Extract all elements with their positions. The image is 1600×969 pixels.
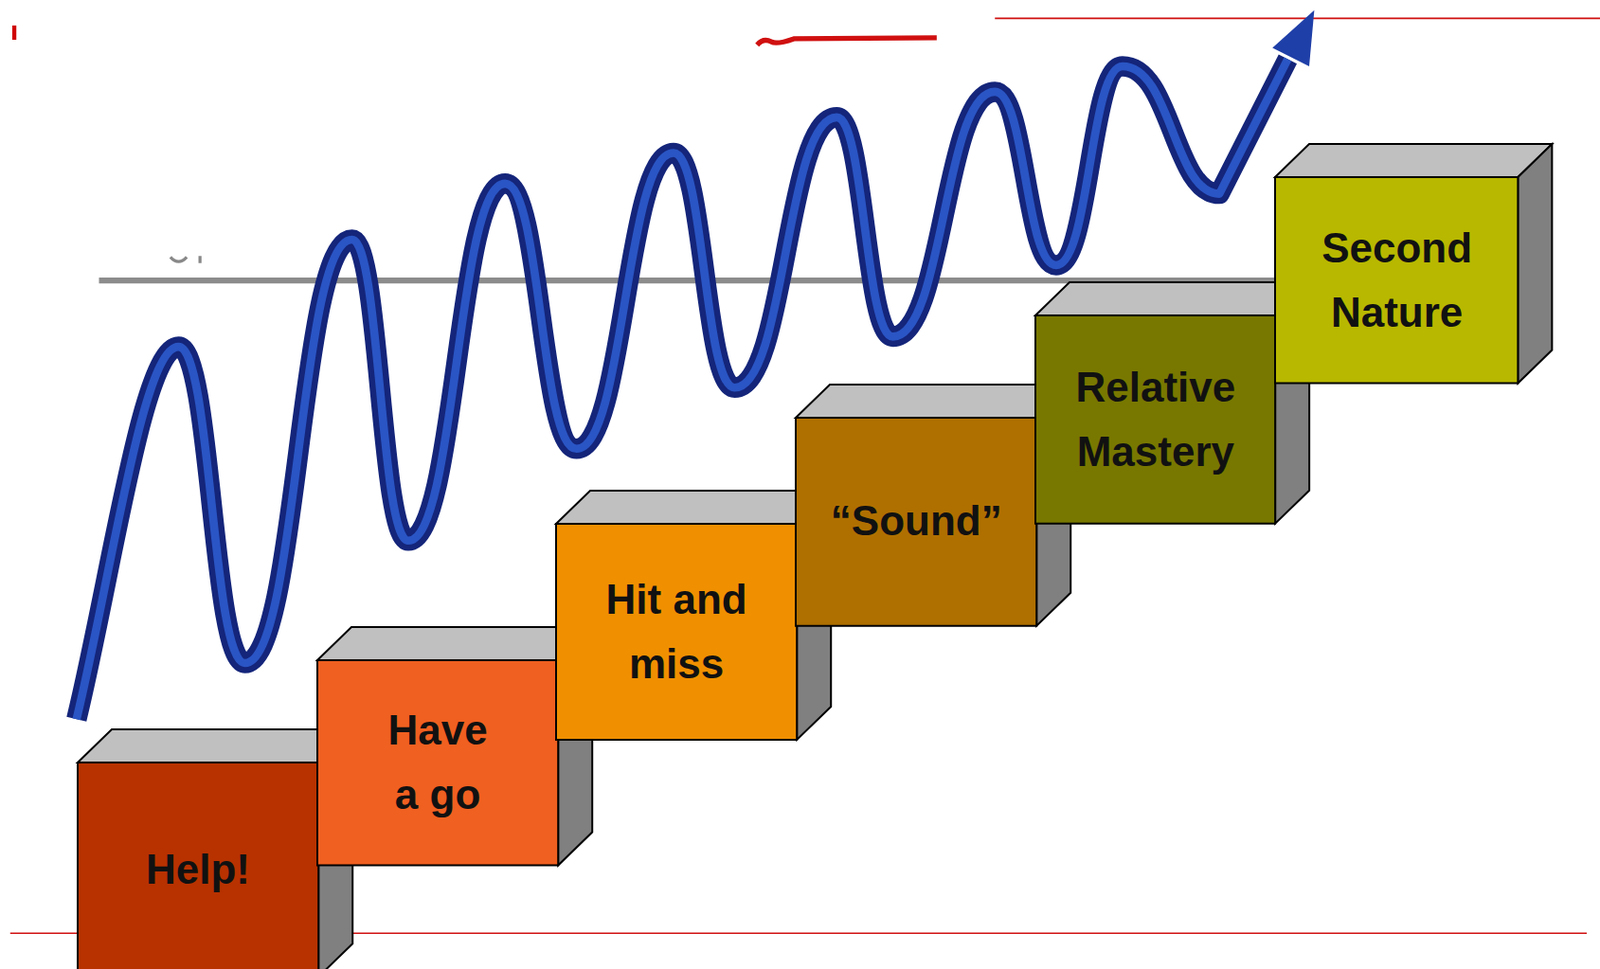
text-block: “Sound” — [830, 488, 1003, 554]
step-label: Hit and miss — [574, 567, 778, 697]
step-box: Hit and miss — [556, 523, 797, 740]
box-top — [77, 729, 353, 763]
wave-arrowhead — [1272, 10, 1314, 67]
red-mark — [12, 25, 17, 40]
step-label: Have a go — [374, 698, 503, 827]
box-face — [556, 523, 797, 740]
step-label: Help! — [145, 837, 251, 902]
box-front: “Sound” — [795, 417, 1037, 627]
step-label: Relative Mastery — [1053, 355, 1258, 485]
wave-ribbon — [76, 58, 1289, 720]
box-front: Hit and miss — [556, 523, 797, 740]
step-box: “Sound” — [795, 417, 1037, 627]
text-block: Hit and miss — [574, 567, 778, 697]
text-block: Help! — [145, 837, 251, 902]
text-block: Have a go — [374, 698, 503, 827]
box-front: Relative Mastery — [1035, 315, 1276, 524]
top-rule — [994, 17, 1600, 20]
step-box: Help! — [77, 762, 319, 969]
box-top — [1275, 143, 1552, 178]
text-block: Second Nature — [1294, 215, 1499, 345]
box-top — [556, 490, 831, 524]
box-front: Have a go — [317, 660, 558, 866]
wave-highlight — [76, 58, 1289, 720]
progress-wave — [76, 10, 1315, 720]
box-front: Second Nature — [1275, 177, 1518, 384]
small-mark — [170, 255, 200, 264]
step-label: “Sound” — [830, 488, 1003, 554]
box-front: Help! — [77, 762, 319, 969]
box-face — [795, 417, 1037, 627]
box-face — [1275, 177, 1518, 384]
box-side — [1518, 143, 1553, 384]
step-box: Have a go — [317, 660, 558, 866]
step-label: Second Nature — [1294, 215, 1499, 345]
step-box: Second Nature — [1275, 177, 1518, 384]
text-block: Relative Mastery — [1053, 355, 1258, 485]
box-face — [1035, 315, 1276, 524]
box-face — [77, 762, 319, 969]
red-squiggle — [756, 37, 937, 46]
box-top — [317, 627, 593, 661]
step-box: Relative Mastery — [1035, 315, 1276, 524]
box-face — [317, 660, 558, 866]
box-top — [795, 384, 1071, 418]
box-top — [1035, 282, 1310, 316]
